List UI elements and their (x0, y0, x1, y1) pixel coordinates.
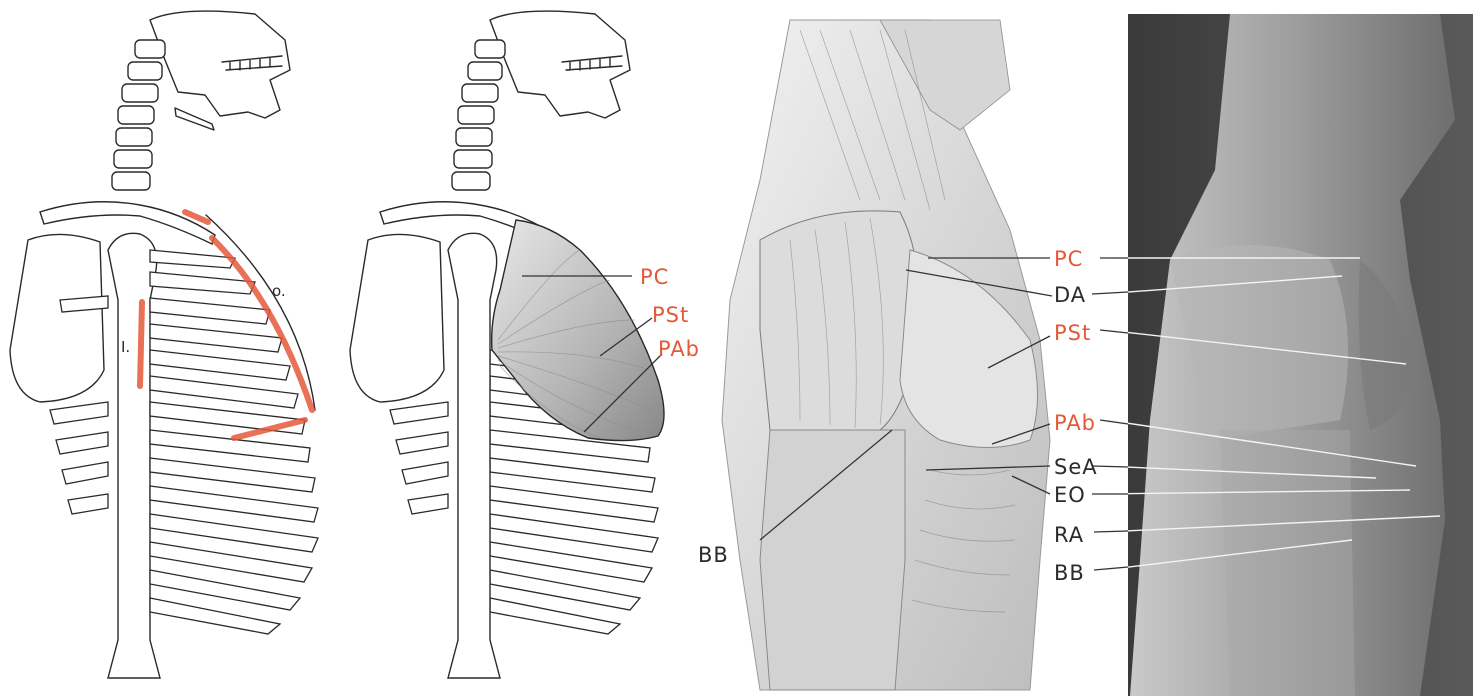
insertion-label: I. (121, 338, 130, 356)
panel-skeleton-origin-insertion: I. o. (10, 11, 318, 678)
panel-muscle-drawing (722, 20, 1052, 690)
label-pc: PC (640, 265, 669, 289)
gap-leaders (1092, 258, 1128, 570)
cervical-spine (112, 40, 165, 190)
panel-photograph (1102, 14, 1473, 696)
skull (490, 11, 630, 118)
cervical-spine (452, 40, 505, 190)
label-sea: SeA (1054, 455, 1098, 479)
label-bb-right: BB (1054, 561, 1085, 585)
label-pst: PSt (652, 303, 689, 327)
jaw-teeth (222, 56, 282, 70)
panel-skeleton-pectoralis: PC PSt PAb (350, 11, 700, 678)
label-pab-main: PAb (1054, 411, 1096, 435)
origin-label: o. (272, 282, 286, 300)
ribcage (50, 250, 318, 634)
deltoid (760, 211, 920, 430)
hyoid (175, 108, 214, 130)
label-pab: PAb (658, 337, 700, 361)
insertion-mark (140, 302, 142, 386)
label-pst-main: PSt (1054, 321, 1091, 345)
label-ra: RA (1054, 523, 1084, 547)
scapula (10, 234, 104, 402)
jaw-teeth (562, 56, 622, 70)
label-bb-left: BB (698, 543, 729, 567)
label-da: DA (1054, 283, 1086, 307)
skull (150, 11, 290, 118)
scapula (350, 234, 444, 402)
label-eo: EO (1054, 483, 1086, 507)
label-pc-main: PC (1054, 247, 1083, 271)
photo-arm-shadow (1220, 430, 1355, 696)
upper-arm (760, 430, 905, 690)
